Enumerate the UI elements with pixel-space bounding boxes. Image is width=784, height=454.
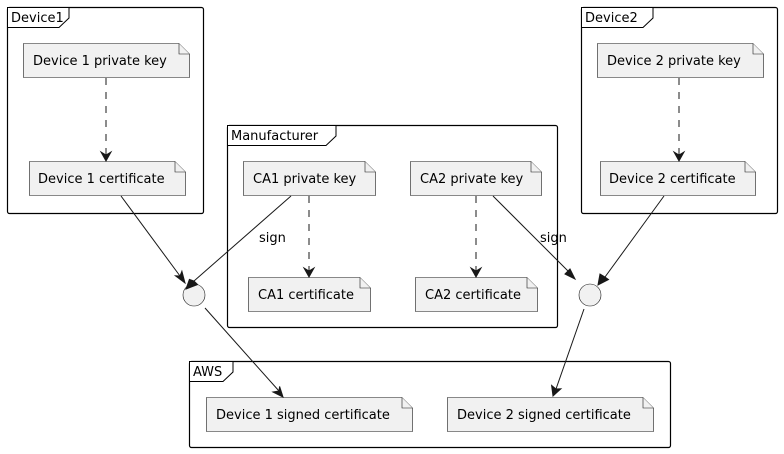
edge-node-to-device1-signed [204, 307, 284, 398]
note-device1-private-key: Device 1 private key [23, 43, 190, 78]
edge-ca1-key-to-node [185, 195, 292, 290]
note-device2-signed-certificate-label: Device 2 signed certificate [457, 408, 631, 423]
note-device1-signed-certificate-label: Device 1 signed certificate [216, 408, 390, 423]
edge-ca1-key-to-certificate [302, 196, 316, 279]
note-device2-private-key-label: Device 2 private key [607, 54, 741, 69]
edge-device1-certificate-to-node [120, 195, 186, 285]
note-ca1-private-key-label: CA1 private key [253, 172, 357, 187]
note-ca1-private-key: CA1 private key [243, 161, 376, 196]
note-ca2-certificate-label: CA2 certificate [425, 288, 521, 303]
note-device1-signed-certificate: Device 1 signed certificate [206, 397, 413, 432]
edge-device2-certificate-to-node [597, 195, 665, 286]
note-ca2-certificate: CA2 certificate [415, 277, 538, 312]
frame-aws: AWS [188, 360, 672, 449]
note-ca1-certificate-label: CA1 certificate [258, 288, 354, 303]
edge-sign-label-right: sign [540, 231, 567, 246]
note-device1-certificate-label: Device 1 certificate [38, 172, 165, 187]
note-device1-private-key-label: Device 1 private key [33, 54, 167, 69]
frame-manufacturer-label: Manufacturer [231, 129, 319, 144]
signing-node-right [578, 283, 602, 307]
note-device2-certificate-label: Device 2 certificate [609, 172, 736, 187]
edge-ca2-key-to-node [492, 195, 577, 281]
edge-device2-key-to-certificate [672, 78, 686, 163]
frame-device1-label: Device1 [11, 11, 64, 26]
frame-device2-label: Device2 [585, 11, 638, 26]
edge-node-to-device2-signed [550, 308, 585, 398]
note-device2-private-key: Device 2 private key [597, 43, 764, 78]
edge-ca2-key-to-certificate [469, 196, 483, 279]
note-ca2-private-key: CA2 private key [410, 161, 542, 196]
edge-device1-key-to-certificate [99, 78, 113, 163]
note-device2-signed-certificate: Device 2 signed certificate [447, 397, 654, 432]
note-device2-certificate: Device 2 certificate [600, 161, 756, 196]
frame-manufacturer: Manufacturer [226, 124, 559, 329]
frame-aws-label: AWS [193, 365, 222, 380]
frame-device2: Device2 [580, 6, 779, 215]
note-ca2-private-key-label: CA2 private key [420, 172, 524, 187]
note-ca1-certificate: CA1 certificate [248, 277, 371, 312]
edge-sign-label-left: sign [259, 231, 286, 246]
note-device1-certificate: Device 1 certificate [29, 161, 186, 196]
frame-device1: Device1 [6, 6, 205, 215]
